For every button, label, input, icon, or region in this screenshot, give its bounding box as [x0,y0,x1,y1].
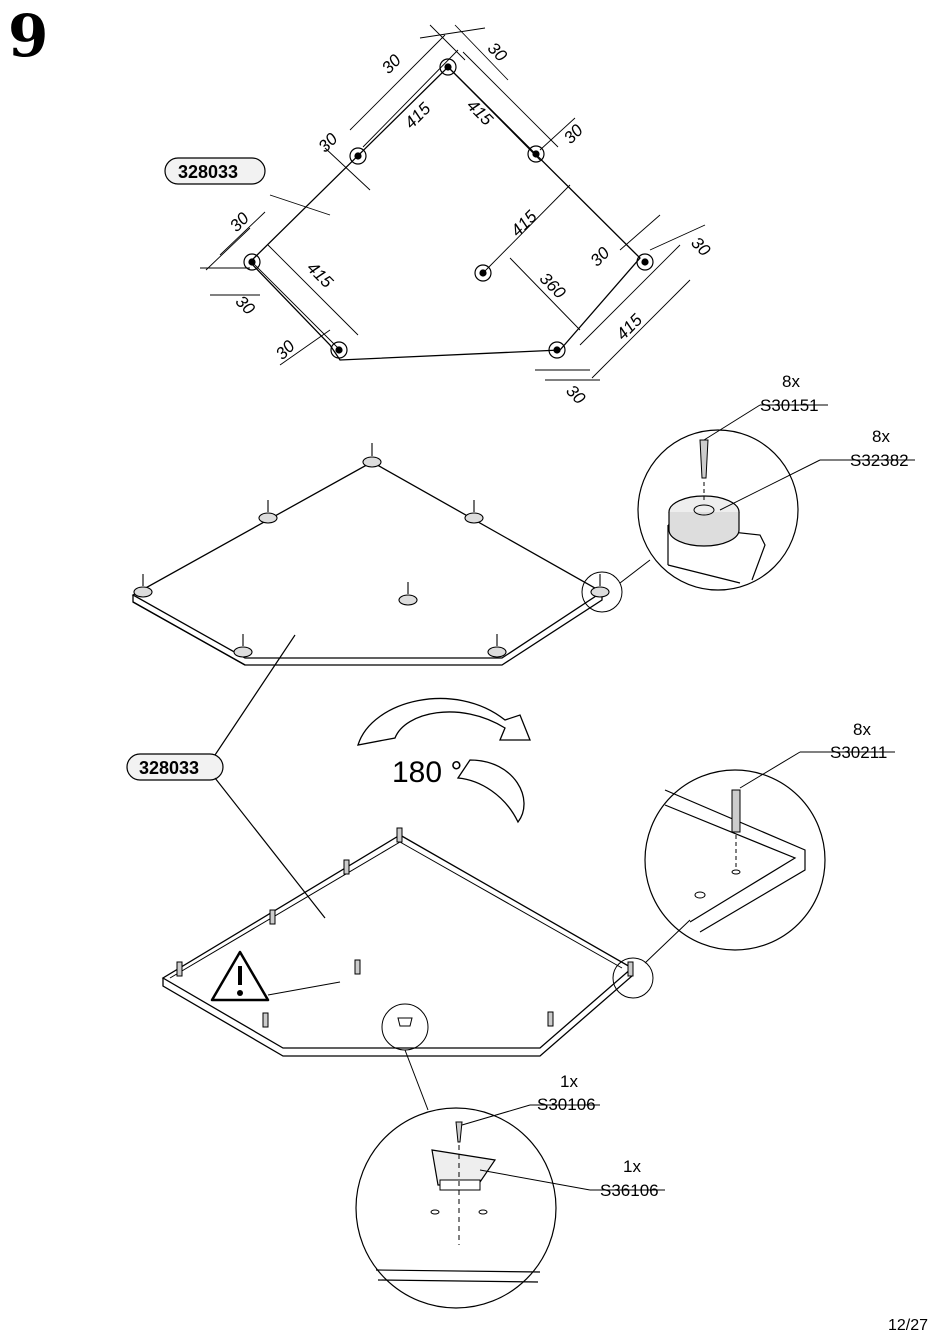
dim-label: 30 [562,381,589,408]
callout-labels-bracket: 1x S30106 1x S36106 [537,1072,659,1200]
callout-qty: 8x [782,372,800,391]
dim-label: 415 [463,96,497,130]
flipped-panel [161,827,691,1111]
callout-labels-feet: 8x S30151 8x S32382 [760,372,909,470]
part-code-badge: 328033 [164,157,266,185]
dim-label: 360 [536,269,570,303]
callout-qty: 8x [872,427,890,446]
dim-label: 30 [560,120,587,147]
panel-outline-top [249,66,641,361]
dowels [176,827,634,1028]
rotate-arrow-icon: 180 ° [357,697,531,824]
dimension-lines [200,24,706,381]
detail-circle-feet [637,404,821,591]
callout-code: S30211 [830,743,887,762]
dim-label: 30 [272,336,299,363]
callout-qty: 8x [853,720,871,739]
dim-label: 30 [587,243,614,270]
dimension-drawing: 30 30 415 415 30 30 30 415 30 30 415 360… [164,24,714,409]
callout-code: S30106 [537,1095,596,1114]
dimension-labels: 30 30 415 415 30 30 30 415 30 30 415 360… [226,39,714,409]
dim-label: 415 [613,310,647,344]
dim-label: 30 [232,292,259,319]
detail-circle-dowel [644,751,826,951]
callout-qty: 1x [560,1072,578,1091]
dim-label: 30 [226,208,253,235]
feet [133,443,610,658]
dim-label: 30 [315,129,342,156]
page-number: 12/27 [887,1317,928,1334]
callout-qty: 1x [623,1157,641,1176]
part-code-badge-lower: 328033 [126,634,326,919]
step-number: 9 [8,2,49,70]
dim-label: 415 [303,258,337,292]
callout-code: S36106 [600,1181,659,1200]
rotation-label: 180 ° [392,756,462,789]
dim-label: 30 [484,39,511,66]
part-code: 328033 [139,758,199,778]
dim-label: 30 [687,233,714,260]
callout-labels-dowel: 8x S30211 [830,720,887,762]
panel-with-feet [131,443,651,666]
dim-label: 30 [378,50,405,77]
dim-label: 415 [507,207,541,241]
warning-icon [210,950,341,1002]
part-code: 328033 [178,162,238,182]
detail-circle-bracket [355,1104,591,1309]
